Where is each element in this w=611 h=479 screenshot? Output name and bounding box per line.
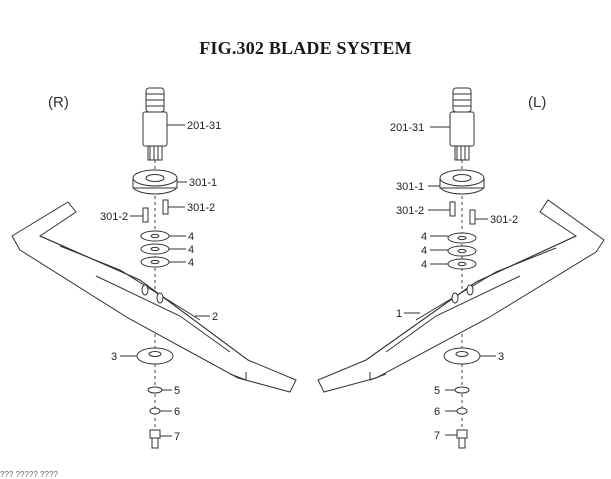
left-side-label: (L) <box>528 94 547 111</box>
right-blade <box>11 201 297 393</box>
right-callout-bolt: 7 <box>174 431 180 443</box>
right-callout-flat-washer: 5 <box>174 385 180 397</box>
right-bolt <box>149 429 161 449</box>
right-assembly: 201-31 301-1 301-2 301-2 4 4 4 2 3 5 6 7 <box>11 87 297 449</box>
left-flat-washer <box>454 386 470 394</box>
right-callout-lock-washer: 6 <box>174 406 180 418</box>
right-callout-key-left: 301-2 <box>100 211 128 223</box>
left-callout-flat-washer: 5 <box>434 385 440 397</box>
right-lock-washer <box>149 407 161 415</box>
right-callout-washer-a: 4 <box>188 231 194 243</box>
left-callout-bearing: 301-1 <box>396 181 424 193</box>
left-callout-key-right: 301-2 <box>490 214 518 226</box>
right-flat-washer <box>147 386 163 394</box>
left-lock-washer <box>456 407 468 415</box>
left-assembly: 201-31 301-1 301-2 301-2 4 4 4 1 3 5 6 7 <box>317 87 605 449</box>
right-callout-adapter: 3 <box>111 351 117 363</box>
right-callout-washer-c: 4 <box>188 257 194 269</box>
right-callout-spindle: 201-31 <box>187 120 221 132</box>
right-side-label: (R) <box>48 94 69 111</box>
left-callout-adapter: 3 <box>498 351 504 363</box>
left-key-left <box>449 201 456 217</box>
right-blade-adapter <box>136 347 174 365</box>
figure-title: FIG.302 BLADE SYSTEM <box>199 38 412 58</box>
left-bearing <box>439 169 485 195</box>
right-callout-blade: 2 <box>212 311 218 323</box>
left-callout-spindle: 201-31 <box>390 122 424 134</box>
right-callout-bearing: 301-1 <box>189 177 217 189</box>
left-spacer-washers <box>447 232 477 270</box>
footer-code: ??? ????? ???? <box>0 470 58 479</box>
right-key-left <box>142 207 149 223</box>
left-key-right <box>469 209 476 225</box>
right-key-right <box>162 199 169 215</box>
left-callout-washer-c: 4 <box>421 259 427 271</box>
left-callout-washer-a: 4 <box>421 231 427 243</box>
right-spacer-washers <box>140 230 170 268</box>
left-bolt <box>456 429 468 449</box>
left-callout-blade: 1 <box>396 308 402 320</box>
left-callout-bolt: 7 <box>434 430 440 442</box>
left-callout-lock-washer: 6 <box>434 406 440 418</box>
right-spindle <box>142 87 168 161</box>
right-bearing <box>132 169 178 195</box>
right-callout-key-right: 301-2 <box>187 202 215 214</box>
right-callout-washer-b: 4 <box>188 244 194 256</box>
left-blade <box>317 199 605 393</box>
left-spindle <box>449 87 475 161</box>
left-blade-adapter <box>443 347 481 365</box>
left-callout-washer-b: 4 <box>421 245 427 257</box>
left-callout-key-left: 301-2 <box>396 205 424 217</box>
